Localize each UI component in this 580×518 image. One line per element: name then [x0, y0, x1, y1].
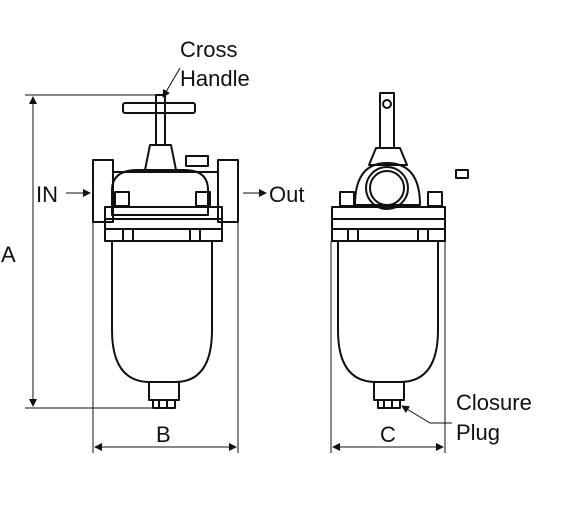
upper-flange [104, 206, 223, 220]
drain-plug [148, 381, 180, 401]
closure-plug-leader [401, 405, 452, 424]
closure-plug-label-2: Plug [456, 420, 500, 445]
dim-c-label: C [380, 422, 396, 447]
side-lower-flange [331, 218, 446, 230]
cross-handle-label-2: Handle [180, 66, 250, 91]
cross-handle-label-1: Cross [180, 37, 237, 62]
side-bolt-right [427, 191, 443, 207]
cross-handle-leader [162, 67, 181, 98]
dim-b-label: B [156, 422, 171, 447]
side-drain-plug [373, 381, 405, 401]
bonnet [144, 144, 177, 171]
valve-body [111, 169, 209, 216]
side-body [354, 162, 421, 206]
filter-bowl [111, 241, 213, 383]
closure-plug-label-1: Closure [456, 390, 532, 415]
lower-flange [104, 218, 223, 230]
side-bolt-left [339, 191, 355, 207]
cross-handle-bar [122, 102, 196, 114]
front-view [92, 94, 239, 409]
right-port [217, 159, 239, 223]
port-outer [365, 166, 409, 210]
side-filter-bowl [337, 241, 439, 383]
dimension-lines [25, 67, 452, 453]
dim-a-label: A [1, 242, 16, 267]
port-inner [369, 170, 405, 206]
side-view [331, 92, 469, 409]
outlet-label: Out [269, 182, 304, 207]
bolt-left [114, 191, 130, 207]
left-port [92, 159, 114, 223]
side-stem [379, 92, 395, 149]
inlet-label: IN [36, 182, 58, 207]
bonnet-nut [185, 155, 209, 167]
side-bonnet [368, 147, 408, 166]
